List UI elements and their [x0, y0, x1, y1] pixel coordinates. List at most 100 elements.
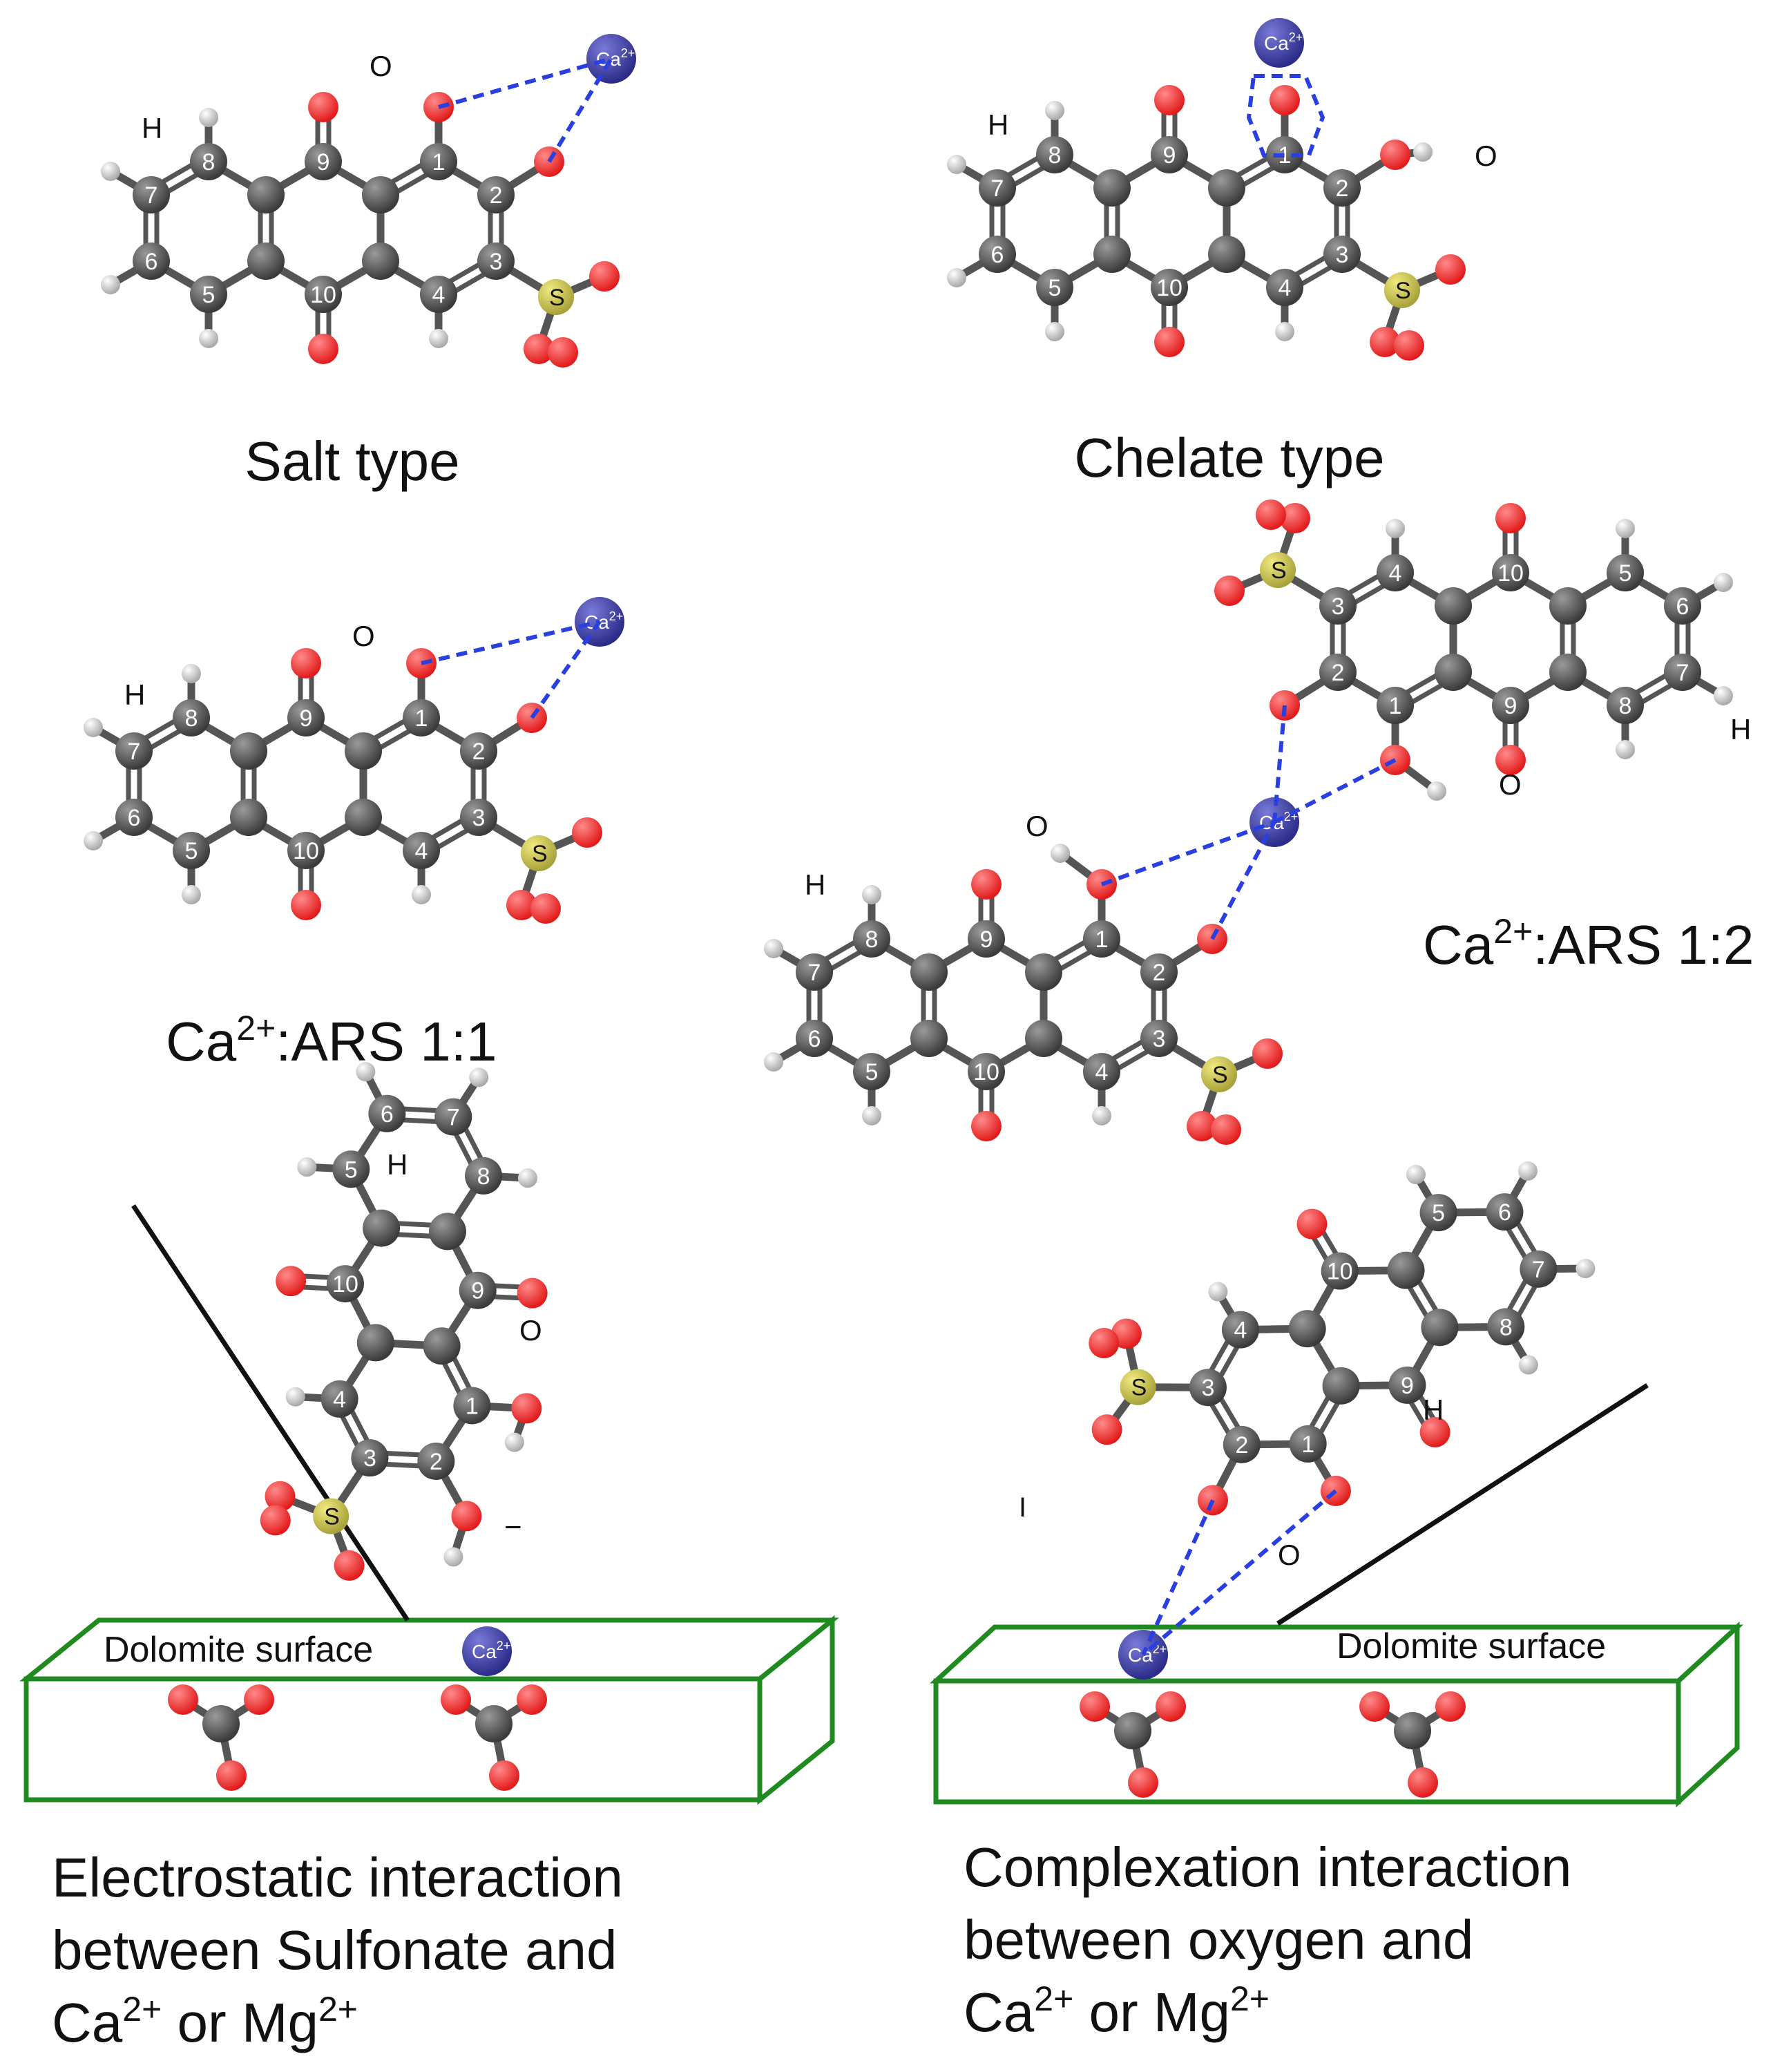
electro-carbon-atom-number: 7 [447, 1105, 460, 1131]
complex-carbon-atom-number: 10 [1327, 1259, 1353, 1285]
ratio12-upper-oxygen-atom [1495, 745, 1526, 775]
complex-carbon-atom-number: 6 [1498, 1199, 1511, 1226]
electro-carbon-atom [356, 1324, 394, 1362]
electro-hydrogen-atom [517, 1168, 537, 1188]
ratio11-carbon-atom [345, 799, 382, 836]
ratio12-upper-carbon-atom-number: 8 [1619, 693, 1632, 719]
carbonate-right-1-oxygen-atom [1156, 1691, 1186, 1722]
complex-sulfur-atom [1120, 1369, 1156, 1405]
ratio11-carbon-atom-number: 3 [472, 805, 486, 831]
chelate-carbon-atom-number: 4 [1278, 275, 1292, 301]
chelate-carbon-atom [979, 169, 1016, 207]
salt-carbon-atom [420, 143, 457, 180]
complex-carbon-atom [1486, 1193, 1524, 1231]
electrostatic-caption-line1: Electrostatic interaction [52, 1847, 623, 1908]
ratio12-upper-oxygen-label: O [1499, 768, 1522, 801]
ratio12-upper-hydrogen-atom [1427, 781, 1446, 801]
chelate-hydrogen-label: H [988, 108, 1008, 141]
electro-carbon-atom-number: 5 [345, 1157, 358, 1183]
complex-minus-sign: I [1019, 1492, 1026, 1523]
electro-carbon-atom-number: 8 [477, 1163, 490, 1190]
ratio11-carbon-atom [345, 732, 382, 770]
ratio12-coordination-dash [1100, 820, 1276, 886]
dolomite-surface-left [19, 1615, 839, 1805]
complex-carbon-atom [1221, 1311, 1259, 1349]
ratio11-carbon-atom [287, 832, 325, 869]
carbonate-left-2-carbon-atom [475, 1705, 513, 1742]
electro-hydrogen-atom [443, 1547, 463, 1567]
ratio11-sulfur-atom [521, 835, 557, 871]
ratio-1-1-caption: Ca2+:ARS 1:1 [166, 1009, 497, 1072]
electro-calcium-ion-label: Ca2+ [472, 1639, 510, 1662]
complex-carbon-atom-number: 4 [1234, 1318, 1247, 1344]
chelate-hydrogen-atom [947, 155, 966, 174]
ratio12-lower-carbon-atom [1025, 953, 1062, 991]
chelate-oxygen-atom [1154, 85, 1185, 115]
complex-carbon-atom [1487, 1308, 1525, 1346]
chelate-hydrogen-atom [1045, 101, 1064, 120]
salt-carbon-atom [420, 276, 457, 313]
ratio11-oxygen-atom [291, 648, 321, 678]
salt-hydrogen-atom [199, 329, 218, 348]
ratio12-lower-carbon-atom-number: 8 [865, 926, 879, 953]
salt-hydrogen-atom [199, 108, 218, 127]
ratio11-carbon-atom-number: 1 [415, 705, 428, 732]
electro-hydrogen-atom [356, 1062, 376, 1082]
ratio11-calcium-ion-label: Ca2+ [584, 609, 623, 633]
electro-carbon-atom [423, 1327, 461, 1365]
chelate-carbon-atom [979, 236, 1016, 273]
ratio12-lower-carbon-atom-number: 9 [980, 926, 993, 953]
ratio12-upper-hydrogen-atom [1386, 519, 1405, 538]
chelate-sulfur-label: S [1395, 278, 1411, 304]
salt-sulfur-atom [538, 279, 574, 315]
ratio12-upper-carbon-atom [1664, 587, 1701, 625]
chelate-carbon-atom-number: 8 [1048, 142, 1062, 169]
complexation-caption-line1: Complexation interaction [964, 1836, 1571, 1898]
chelate-oxygen-atom [1380, 140, 1410, 170]
ratio11-carbon-atom-number: 4 [415, 838, 428, 864]
carbonate-right-1-carbon-atom [1114, 1712, 1151, 1749]
ratio12-lower-carbon-atom-number: 10 [973, 1059, 999, 1085]
ratio12-upper-carbon-atom-number: 10 [1497, 560, 1524, 587]
salt-carbon-atom [247, 176, 285, 213]
complex-carbon-atom [1421, 1309, 1459, 1347]
ratio12-lower-hydrogen-atom [764, 939, 783, 958]
electrostatic-caption-line2: between Sulfonate and [52, 1919, 617, 1981]
chelate-carbon-atom-number: 6 [991, 242, 1004, 268]
complex-hydrogen-label: H [1423, 1394, 1444, 1426]
complex-oxygen-atom [1419, 1416, 1450, 1447]
carbonate-right-2-oxygen-atom [1359, 1691, 1390, 1722]
salt-carbon-atom-number: 4 [432, 282, 446, 308]
electro-oxygen-atom [276, 1266, 307, 1297]
complex-carbon-atom [1387, 1251, 1425, 1289]
electro-oxygen-atom [517, 1277, 548, 1309]
ratio12-upper-oxygen-atom [1256, 500, 1286, 530]
ratio12-upper-carbon-atom [1549, 587, 1587, 625]
ratio-1-2-caption: Ca2+:ARS 1:2 [1423, 912, 1754, 976]
ratio12-upper-carbon-atom-number: 7 [1676, 660, 1689, 686]
chelate-hydrogen-atom [1045, 322, 1064, 341]
ratio11-carbon-atom-number: 10 [293, 838, 319, 864]
chelate-carbon-atom [1266, 269, 1303, 306]
electro-carbon-atom [326, 1265, 364, 1303]
complex-hydrogen-atom [1406, 1165, 1426, 1185]
complex-carbon-atom-number: 3 [1201, 1375, 1214, 1401]
ratio12-upper-sulfur-label: S [1271, 558, 1287, 584]
ratio12-lower-hydrogen-atom [862, 885, 881, 904]
complex-carbon-atom [1419, 1194, 1457, 1232]
electro-hydrogen-label: H [387, 1148, 408, 1181]
chelate-carbon-atom [1093, 236, 1131, 273]
ratio12-upper-carbon-atom-number: 1 [1389, 693, 1402, 719]
electro-carbon-atom [368, 1094, 406, 1132]
ratio12-upper-carbon-atom [1435, 587, 1472, 625]
chelate-carbon-atom [1323, 169, 1361, 207]
ratio12-lower-sulfur-label: S [1212, 1062, 1228, 1088]
ratio12-upper-carbon-atom-number: 5 [1619, 560, 1632, 587]
ratio12-lower-carbon-atom [796, 1020, 833, 1057]
salt-oxygen-atom [524, 334, 554, 364]
complex-carbon-atom [1223, 1425, 1261, 1463]
ratio12-lower-carbon-atom [1083, 920, 1120, 958]
electro-carbon-atom [453, 1387, 491, 1425]
